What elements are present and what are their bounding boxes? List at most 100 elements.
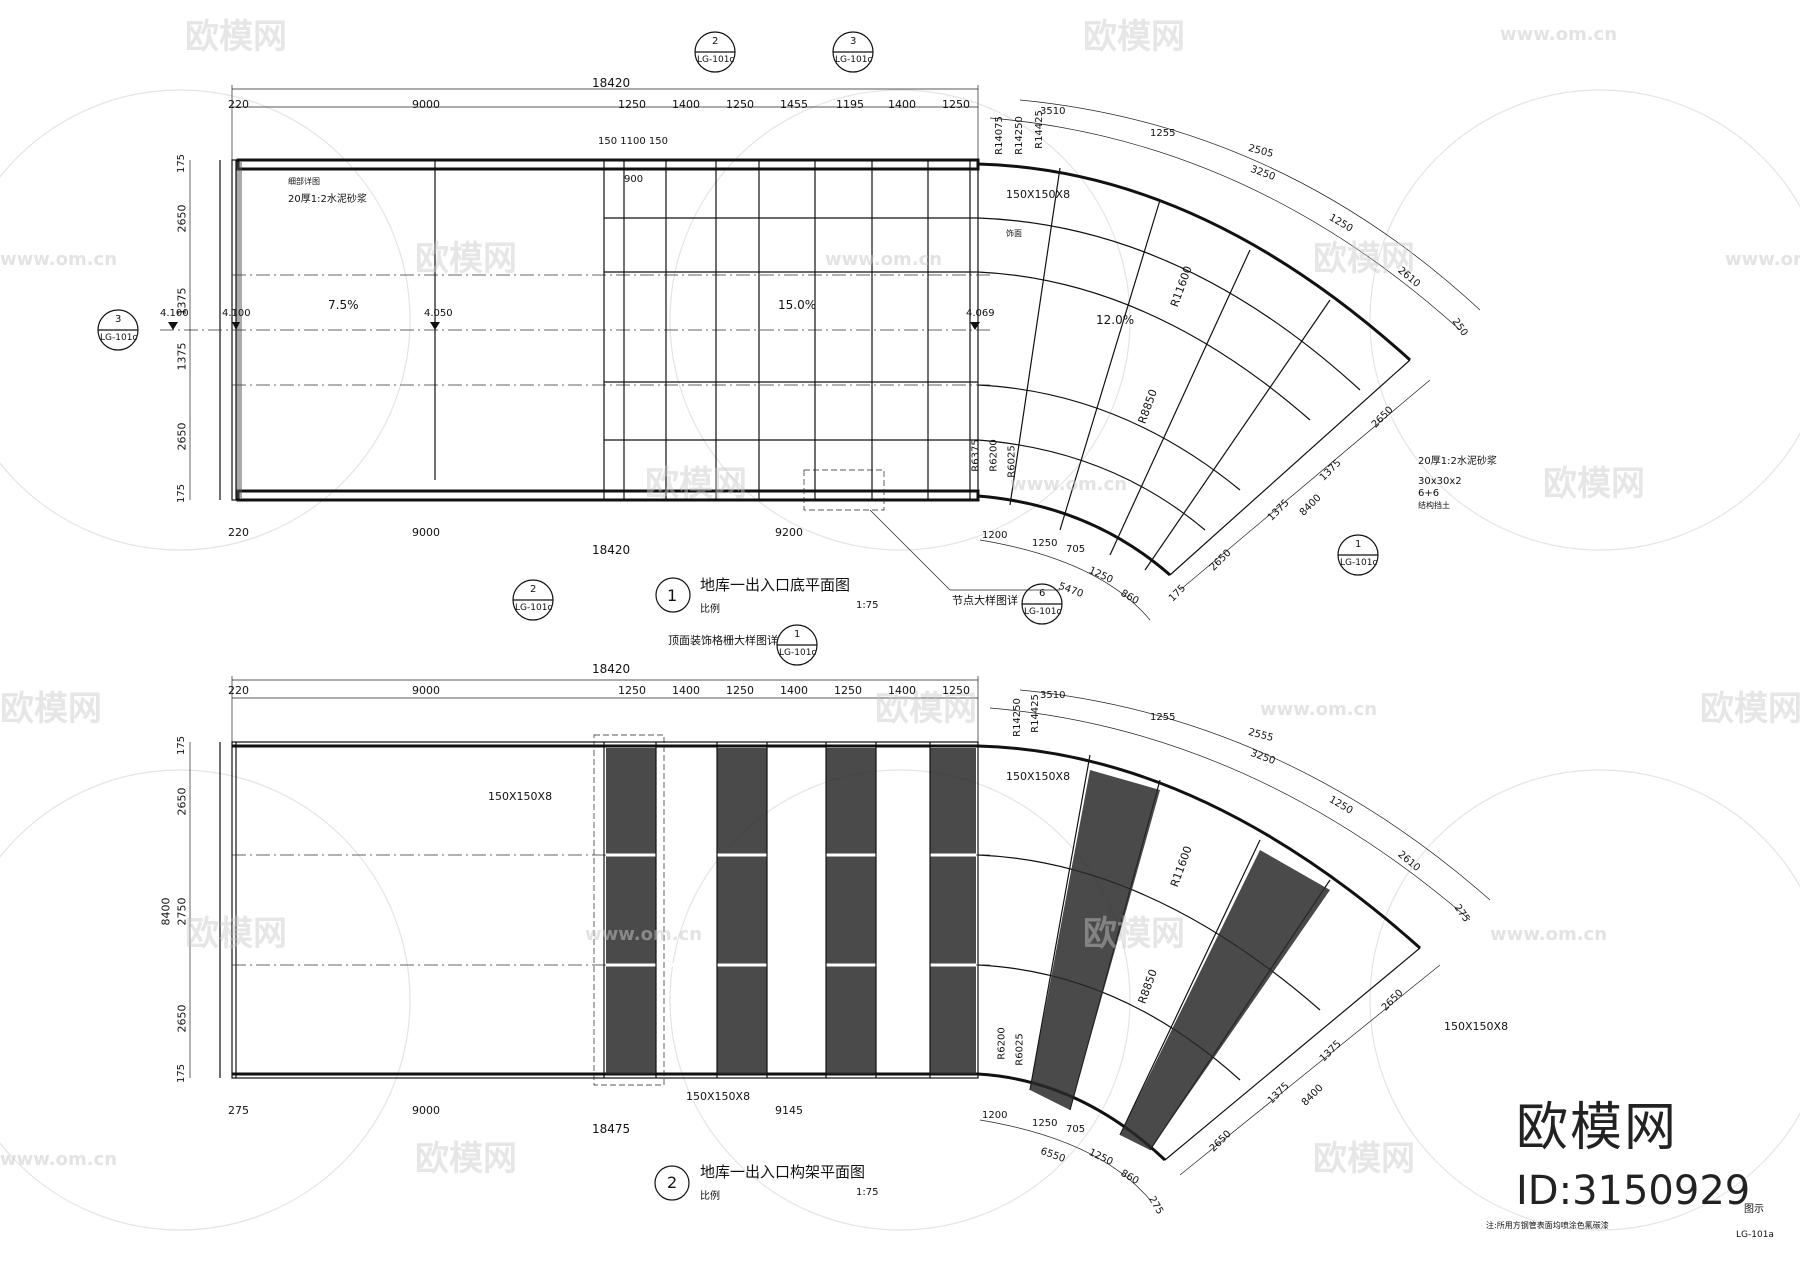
- plan-1-callout-6: 6: [1039, 588, 1046, 599]
- plan-1-elev-a: 4.100: [160, 308, 189, 319]
- plan-2-note-steel-bottom: 150X150X8: [686, 1090, 751, 1103]
- plan-2-bottom-9145: 9145: [775, 1104, 803, 1117]
- watermark-brand: 欧模网: [185, 17, 287, 57]
- plan-2-radius-3: R11600: [1167, 844, 1195, 889]
- plan-2-right-dim-5: 2650: [1207, 1128, 1234, 1155]
- plan-1-radius-6: R6375: [970, 439, 982, 472]
- plan-2-curve: [977, 689, 1491, 1201]
- plan-1-slope-a: 7.5%: [328, 298, 359, 312]
- plan-1-right-dim-4: 8400: [1297, 492, 1324, 519]
- plan-1-note-detail: 细部详图: [288, 177, 320, 186]
- brand-id: ID:3150929: [1516, 1168, 1751, 1214]
- plan-1-note-finish: 饰面: [1006, 229, 1022, 238]
- watermark-brand: 欧模网: [1083, 914, 1185, 954]
- plan-2-dim-9000: 9000: [412, 684, 440, 697]
- brand-logo-text: 欧模网: [1516, 1098, 1679, 1158]
- sheet-label: 图示: [1744, 1204, 1764, 1215]
- plan-1-overall-top: 18420: [592, 76, 631, 90]
- plan-2-radius-4: R8850: [1135, 967, 1161, 1006]
- plan-1-note-structure: 结构挡土: [1418, 501, 1450, 510]
- plan-1-slope-b: 15.0%: [778, 298, 817, 312]
- plan-2-dim-1250b: 1250: [726, 684, 754, 697]
- plan-1-dim-9000: 9000: [412, 98, 440, 111]
- watermark-brand: 欧模网: [1313, 239, 1415, 279]
- watermark-brand: 欧模网: [415, 239, 517, 279]
- plan-1-grid: [434, 160, 978, 500]
- watermark-site: www.om.cn: [0, 1149, 117, 1170]
- plan-2-title: 地库一出入口构架平面图: [700, 1163, 866, 1181]
- plan-2-left-2750: 2750: [175, 897, 189, 926]
- watermark-site: www.om.cn: [1490, 924, 1607, 945]
- watermark-brand: 欧模网: [415, 1139, 517, 1179]
- watermark-brand: 欧模网: [185, 914, 287, 954]
- watermark-brand: 欧模网: [0, 689, 102, 729]
- plan-2-left-8400: 8400: [159, 897, 173, 926]
- plan-1-arc-dim-5: 1250: [1326, 212, 1355, 235]
- plan-2-inner-dim-3: 705: [1066, 1124, 1086, 1135]
- plan-1-bottom-9200: 9200: [775, 526, 803, 539]
- plan-1-overall-bottom: 18420: [592, 543, 631, 557]
- plan-1-inner-dim-5: 5470: [1056, 580, 1085, 601]
- plan-1-note-30x30: 30x30x2: [1418, 476, 1462, 487]
- plan-1-sub-dims: 150 1100 150: [598, 136, 668, 147]
- plan-2-bottom-275: 275: [228, 1104, 249, 1117]
- plan-1-curve: [977, 99, 1481, 621]
- plan-1-radius-2: R14250: [1013, 116, 1025, 155]
- plan-1-right-dim-1: 2650: [1369, 404, 1396, 431]
- plan-2-inner-dim-4: 1250: [1086, 1147, 1115, 1168]
- plan-2-radius-5: R6200: [996, 1027, 1008, 1060]
- plan-1-arc-dim-7: 250: [1449, 316, 1470, 339]
- plan-1-dim-1195: 1195: [836, 98, 864, 111]
- plan-2-dim-1400b: 1400: [780, 684, 808, 697]
- plan-1-left-175b: 175: [176, 483, 188, 504]
- plan-2-arc-dim-4: 3250: [1248, 747, 1277, 768]
- plan-2-dim-220: 220: [228, 684, 249, 697]
- plan-2-inner-dim-5: 6550: [1038, 1145, 1067, 1166]
- plan-2-left-175a: 175: [176, 735, 188, 756]
- plan-1-callout-2-ref: LG-101c: [697, 55, 735, 65]
- plan-2-overall-top: 18420: [592, 662, 631, 676]
- plan-2-scale-label: 比例: [700, 1191, 720, 1202]
- callout-symbols: [97, 31, 1379, 1201]
- plan-2-left-2650b: 2650: [175, 1004, 189, 1033]
- plan-1-inner-dim-4: 1250: [1086, 565, 1115, 586]
- plan-1-callout-2-bottom: 2: [530, 584, 537, 595]
- plan-1-right-dim-6: 175: [1166, 582, 1189, 605]
- watermark-site: www.om.cn: [1010, 474, 1127, 495]
- plan-1-note-steel: 150X150X8: [1006, 188, 1071, 201]
- plan-1-inner-dim-6: 860: [1118, 587, 1141, 608]
- plan-1-elev-b: 4.100: [222, 308, 251, 319]
- watermark-brand: 欧模网: [1543, 464, 1645, 504]
- plan-1-callout-2-bottom-ref: LG-101c: [515, 603, 553, 613]
- plan-2-dim-1400c: 1400: [888, 684, 916, 697]
- watermark-site: www.om.cn: [1500, 24, 1617, 45]
- watermark-brand: 欧模网: [1700, 689, 1800, 729]
- plan-1-detail-ref: 节点大样图详: [952, 594, 1018, 607]
- plan-1-right-dim-5: 2650: [1207, 547, 1234, 574]
- plan-1-note-glass: 6+6: [1418, 488, 1440, 499]
- plan-1-right-dim-3: 1375: [1265, 497, 1292, 524]
- watermark-site: www.om.cn: [0, 249, 117, 270]
- plan-2-overall-bottom: 18475: [592, 1122, 631, 1136]
- plan-1-dim-1400a: 1400: [672, 98, 700, 111]
- watermarks: 欧模网 欧模网 欧模网 欧模网 欧模网 欧模网 欧模网 欧模网 欧模网 欧模网 …: [0, 17, 1800, 1179]
- plan-1-right-dim-2: 1375: [1317, 457, 1344, 484]
- watermark-site: www.om.cn: [585, 924, 702, 945]
- plan-1: [160, 85, 1481, 621]
- plan-1-note-900: 900: [624, 174, 644, 185]
- plan-1-left-1375b: 1375: [175, 342, 189, 371]
- plan-1-radius-4: R11600: [1167, 264, 1195, 309]
- plan-2-dim-1250d: 1250: [942, 684, 970, 697]
- plan-2-inner-dim-1: 1200: [982, 1110, 1008, 1121]
- plan-2-right-dim-1: 2650: [1379, 987, 1406, 1014]
- plan-1-radius-8: R6025: [1006, 445, 1018, 478]
- plan-1-callout-2: 2: [712, 36, 719, 47]
- plan-2-right-dim-4: 8400: [1299, 1082, 1326, 1109]
- plan-2-right-dim-2: 1375: [1317, 1038, 1344, 1065]
- sheet-code: LG-101a: [1736, 1230, 1774, 1240]
- plan-2-scale: 1:75: [856, 1187, 879, 1198]
- watermark-circles: [0, 89, 1800, 1231]
- plan-2-detail-ref: 顶面装饰格栅大样图详: [668, 634, 778, 647]
- plan-1-callout-3-left: 3: [115, 314, 122, 325]
